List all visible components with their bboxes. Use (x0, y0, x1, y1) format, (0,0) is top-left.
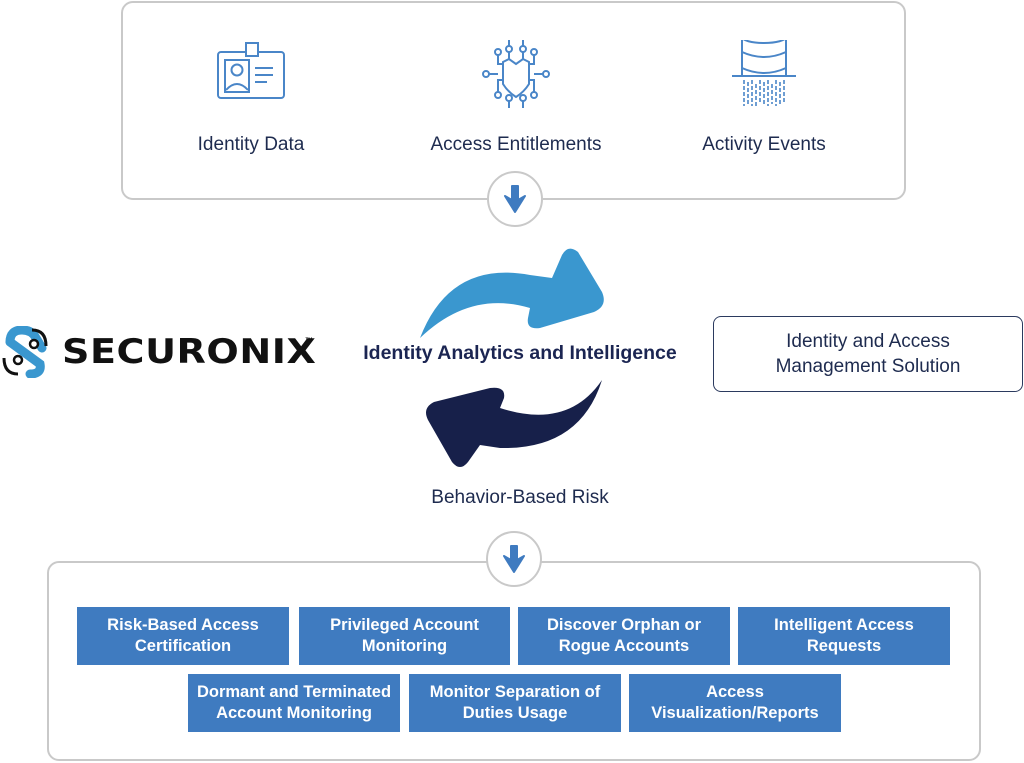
source-label: Activity Events (702, 134, 826, 155)
source-access-entitlements: Access Entitlements (396, 40, 636, 156)
capability-discover-orphan-rogue-accounts: Discover Orphan or Rogue Accounts (518, 607, 730, 665)
capability-line: Monitor Separation of (429, 683, 601, 701)
capability-separation-of-duties: Monitor Separation of Duties Usage (409, 674, 621, 732)
securonix-logo: SECURONIX (0, 326, 316, 378)
capability-risk-based-access-certification: Risk-Based Access Certification (77, 607, 289, 665)
iam-solution-box: Identity and Access Management Solution (713, 316, 1023, 392)
securonix-logo-icon (2, 326, 48, 378)
cycle-arrow-forward (420, 248, 604, 338)
source-label: Access Entitlements (430, 134, 602, 155)
flow-down-connector-top (487, 171, 543, 227)
source-label: Identity Data (197, 134, 305, 155)
securonix-wordmark: SECURONIX (62, 332, 317, 372)
source-identity-data: Identity Data (131, 40, 371, 156)
database-stream-icon (732, 40, 796, 106)
capability-dormant-terminated-account-monitoring: Dormant and Terminated Account Monitorin… (188, 674, 400, 732)
data-sources-panel (121, 1, 906, 200)
capability-line: Dormant and Terminated (196, 683, 392, 701)
center-title: Identity Analytics and Intelligence (363, 342, 677, 364)
capability-privileged-account-monitoring: Privileged Account Monitoring (299, 607, 510, 665)
capability-line: Rogue Accounts (558, 637, 690, 655)
capability-line: Access (706, 683, 764, 701)
arrow-down-icon (503, 545, 525, 573)
capability-line: Requests (806, 637, 882, 655)
capability-line: Privileged Account (330, 616, 479, 634)
trademark-symbol: ™ (305, 336, 313, 345)
capability-line: Duties Usage (462, 704, 568, 722)
arrow-down-icon (504, 185, 526, 213)
behavior-based-risk-label: Behavior-Based Risk (431, 487, 609, 508)
id-badge-icon (217, 42, 285, 99)
capability-line: Risk-Based Access (107, 616, 259, 634)
capability-line: Visualization/Reports (651, 704, 819, 722)
flow-down-connector-bottom (486, 531, 542, 587)
capability-line: Account Monitoring (216, 704, 372, 722)
capability-intelligent-access-requests: Intelligent Access Requests (738, 607, 950, 665)
capability-line: Discover Orphan or (546, 616, 702, 634)
cycle-arrow-back (426, 380, 602, 467)
iam-line-1: Identity and Access (786, 331, 950, 352)
capability-line: Intelligent Access (774, 616, 914, 634)
shield-circuit-icon (482, 40, 550, 108)
capability-line: Certification (134, 637, 232, 655)
cycle-arrows (420, 248, 604, 467)
capability-line: Monitoring (361, 637, 448, 655)
iam-line-2: Management Solution (775, 356, 961, 377)
source-activity-events: Activity Events (644, 40, 884, 156)
capability-access-visualization-reports: Access Visualization/Reports (629, 674, 841, 732)
